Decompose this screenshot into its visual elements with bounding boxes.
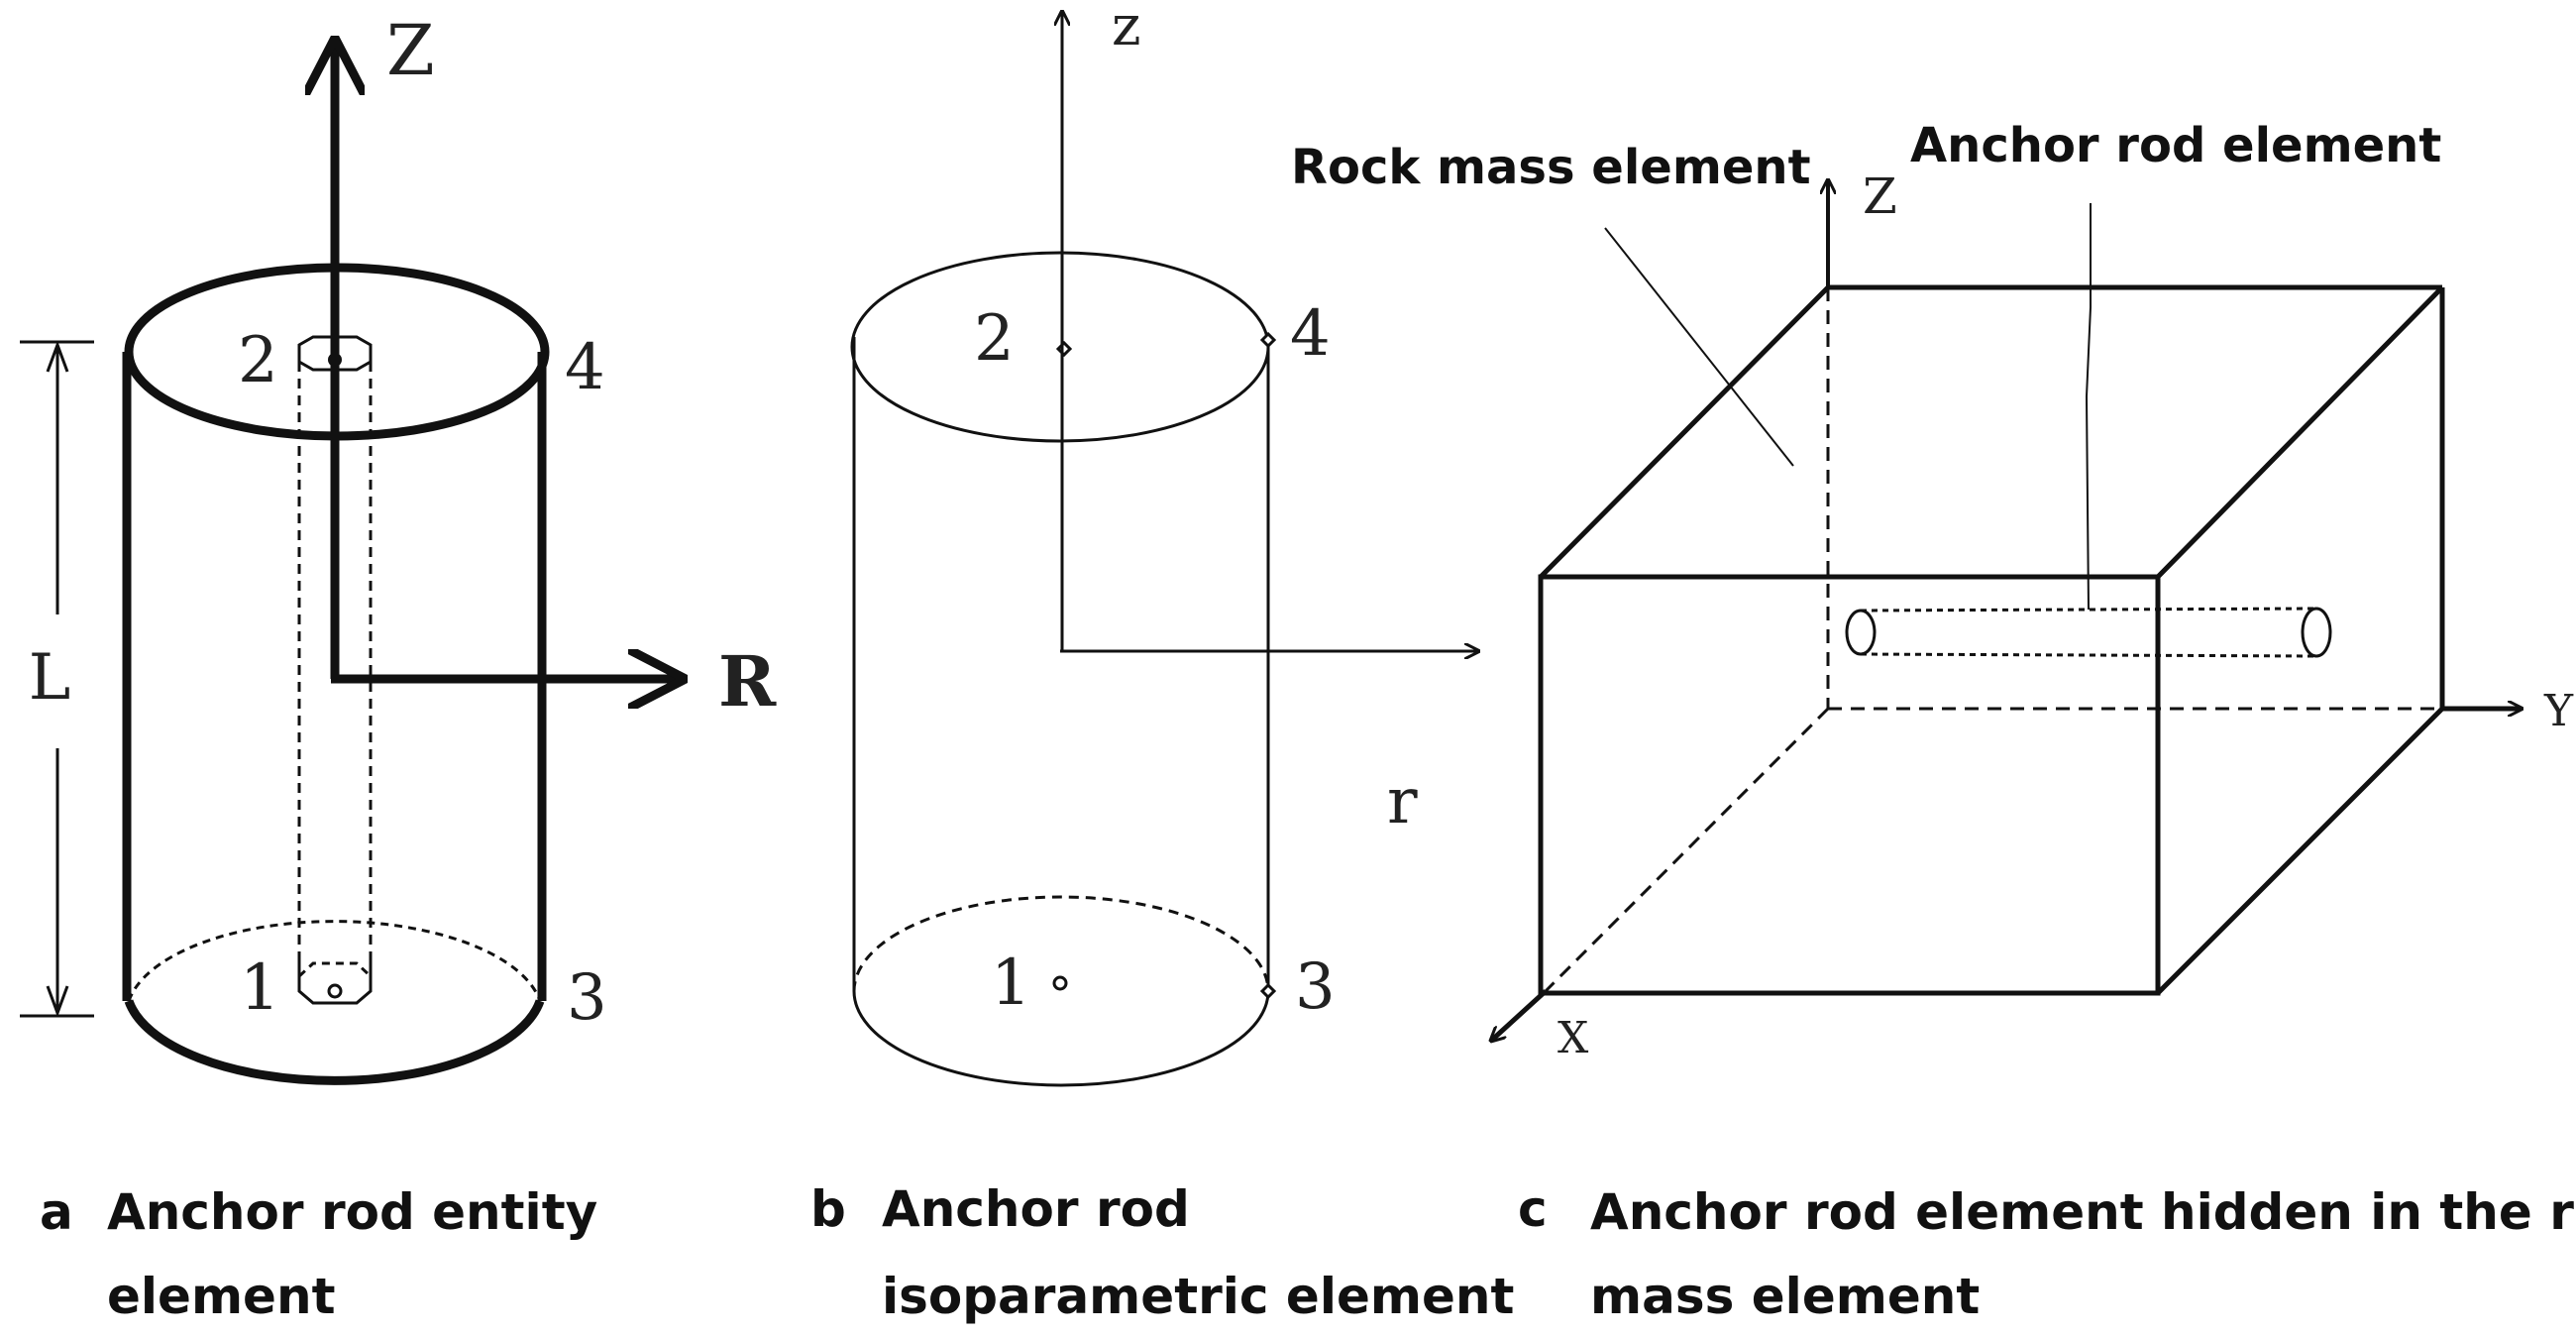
cylinder-b xyxy=(850,251,1270,1087)
caption-line1-a: Anchor rod entity xyxy=(107,1183,597,1241)
axis-z-label-b: z xyxy=(1112,0,1141,58)
axes-a xyxy=(331,40,684,679)
caption-line1-b: Anchor rod xyxy=(882,1180,1190,1238)
caption-letter-a: a xyxy=(40,1183,73,1241)
rock-mass-label: Rock mass element xyxy=(1291,140,1811,195)
length-dimension xyxy=(20,340,94,1018)
anchor-rod-label: Anchor rod element xyxy=(1910,118,2441,173)
node-3-label-b: 3 xyxy=(1295,950,1336,1024)
caption-letter-b: b xyxy=(810,1180,846,1238)
node-2-label-a: 2 xyxy=(238,324,278,397)
node-4-label-a: 4 xyxy=(565,331,605,404)
axis-y-label-c: Y xyxy=(2543,686,2574,736)
caption-line2-a: element xyxy=(107,1268,335,1325)
leader-lines-c xyxy=(1604,203,2092,611)
axes-b xyxy=(1060,12,1478,651)
node-3-label-a: 3 xyxy=(567,961,607,1035)
box-hidden-edges-c xyxy=(1544,287,2442,993)
panel-b: z r 2 4 1 3 b Anchor rod isoparametric e… xyxy=(810,0,1514,1325)
panel-c: Z Y X Rock mass element Anchor rod eleme… xyxy=(1291,118,2576,1325)
node-4-label-b: 4 xyxy=(1290,297,1331,371)
caption-line1-c: Anchor rod element hidden in the rock xyxy=(1590,1183,2576,1241)
caption-line2-c: mass element xyxy=(1590,1268,1980,1325)
box-c xyxy=(1538,284,2445,996)
axes-c xyxy=(1491,180,2522,1041)
length-label: L xyxy=(29,641,71,715)
axis-r-label-a: R xyxy=(718,640,777,723)
node-2-label-b: 2 xyxy=(974,302,1015,376)
caption-letter-c: c xyxy=(1518,1180,1548,1238)
anchor-rod-c xyxy=(1845,607,2332,658)
panel-a: L Z R 2 4 1 3 a xyxy=(20,10,777,1325)
caption-line2-b: isoparametric element xyxy=(882,1268,1514,1325)
node-1-label-b: 1 xyxy=(991,947,1031,1020)
axis-x-label-c: X xyxy=(1557,1013,1589,1063)
node-1-label-a: 1 xyxy=(240,951,280,1025)
axis-z-label-a: Z xyxy=(386,10,435,91)
axis-r-label-b: r xyxy=(1387,765,1418,838)
axis-z-label-c: Z xyxy=(1863,167,1897,225)
inner-rod-a xyxy=(297,335,373,1005)
